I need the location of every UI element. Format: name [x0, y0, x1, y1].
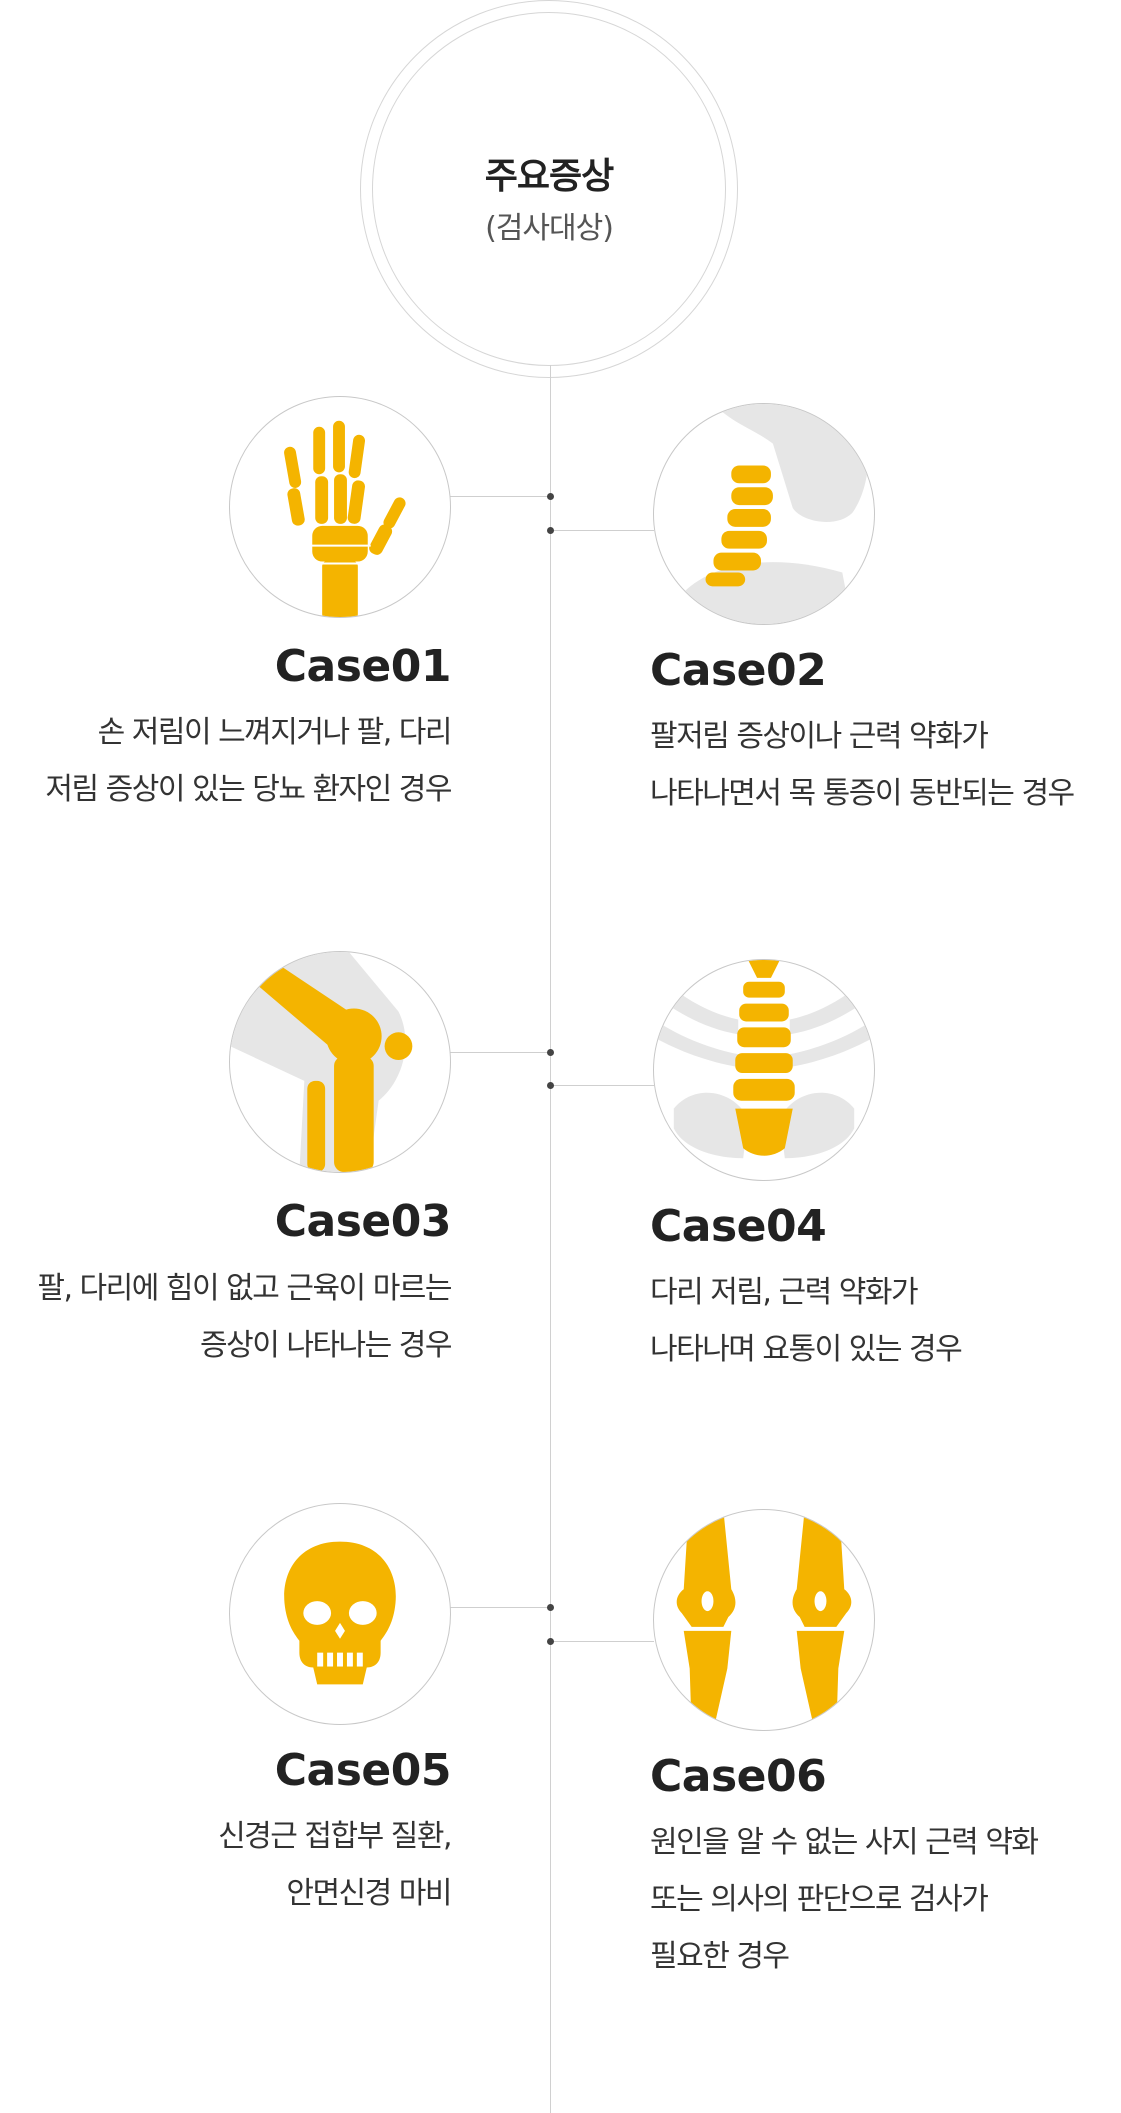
header-circle-outer — [360, 0, 738, 378]
timeline-line — [550, 365, 551, 2113]
hand-bones-icon — [229, 396, 451, 618]
skull-icon — [229, 1503, 451, 1725]
case01-line-2: 저림 증상이 있는 당뇨 환자인 경우 — [45, 772, 452, 807]
knee-joint-icon — [229, 951, 451, 1173]
case06-line-2: 또는 의사의 판단으로 검사가 — [650, 1882, 989, 1917]
page-subtitle: (검사대상) — [485, 211, 614, 246]
case02-line-1: 팔저림 증상이나 근력 약화가 — [650, 719, 989, 754]
timeline-dot-case05 — [547, 1604, 554, 1611]
case02-line-2: 나타나면서 목 통증이 동반되는 경우 — [650, 776, 1075, 811]
case06-line-1: 원인을 알 수 없는 사지 근력 약화 — [650, 1825, 1039, 1860]
timeline-dot-case04 — [547, 1082, 554, 1089]
case01-description: 손 저림이 느껴지거나 팔, 다리 저림 증상이 있는 당뇨 환자인 경우 — [45, 704, 453, 818]
case02-description: 팔저림 증상이나 근력 약화가 나타나면서 목 통증이 동반되는 경우 — [650, 708, 1075, 822]
case03-line-1: 팔, 다리에 힘이 없고 근육이 마르는 — [37, 1271, 452, 1306]
case04-title: Case04 — [650, 1201, 827, 1252]
case04-description: 다리 저림, 근력 약화가 나타나며 요통이 있는 경우 — [650, 1264, 963, 1378]
connector-case03 — [450, 1052, 550, 1053]
connector-case02 — [551, 530, 654, 531]
connector-case05 — [450, 1607, 550, 1608]
case06-title: Case06 — [650, 1751, 827, 1802]
connector-case04 — [551, 1085, 654, 1086]
case05-line-1: 신경근 접합부 질환, — [218, 1819, 452, 1854]
case03-title: Case03 — [274, 1196, 452, 1247]
case05-title: Case05 — [274, 1745, 452, 1796]
timeline-dot-case03 — [547, 1049, 554, 1056]
lumbar-spine-icon — [653, 959, 875, 1181]
case04-line-1: 다리 저림, 근력 약화가 — [650, 1275, 919, 1310]
case02-title: Case02 — [650, 645, 827, 696]
header-circle-inner — [372, 12, 726, 366]
timeline-dot-case06 — [547, 1638, 554, 1645]
timeline-dot-case01 — [547, 493, 554, 500]
case03-line-2: 증상이 나타나는 경우 — [200, 1328, 452, 1363]
connector-case01 — [450, 496, 550, 497]
case01-line-1: 손 저림이 느껴지거나 팔, 다리 — [97, 715, 453, 750]
leg-bones-icon — [653, 1509, 875, 1731]
case03-description: 팔, 다리에 힘이 없고 근육이 마르는 증상이 나타나는 경우 — [37, 1260, 452, 1374]
case06-line-3: 필요한 경우 — [650, 1939, 790, 1974]
page-title: 주요증상 — [484, 156, 614, 197]
connector-case06 — [551, 1641, 654, 1642]
case05-line-2: 안면신경 마비 — [286, 1876, 452, 1911]
timeline-dot-case02 — [547, 527, 554, 534]
case04-line-2: 나타나며 요통이 있는 경우 — [650, 1332, 963, 1367]
case06-description: 원인을 알 수 없는 사지 근력 약화 또는 의사의 판단으로 검사가 필요한 … — [650, 1814, 1039, 1985]
case05-description: 신경근 접합부 질환, 안면신경 마비 — [218, 1808, 452, 1922]
cervical-spine-icon — [653, 403, 875, 625]
case01-title: Case01 — [274, 641, 452, 692]
